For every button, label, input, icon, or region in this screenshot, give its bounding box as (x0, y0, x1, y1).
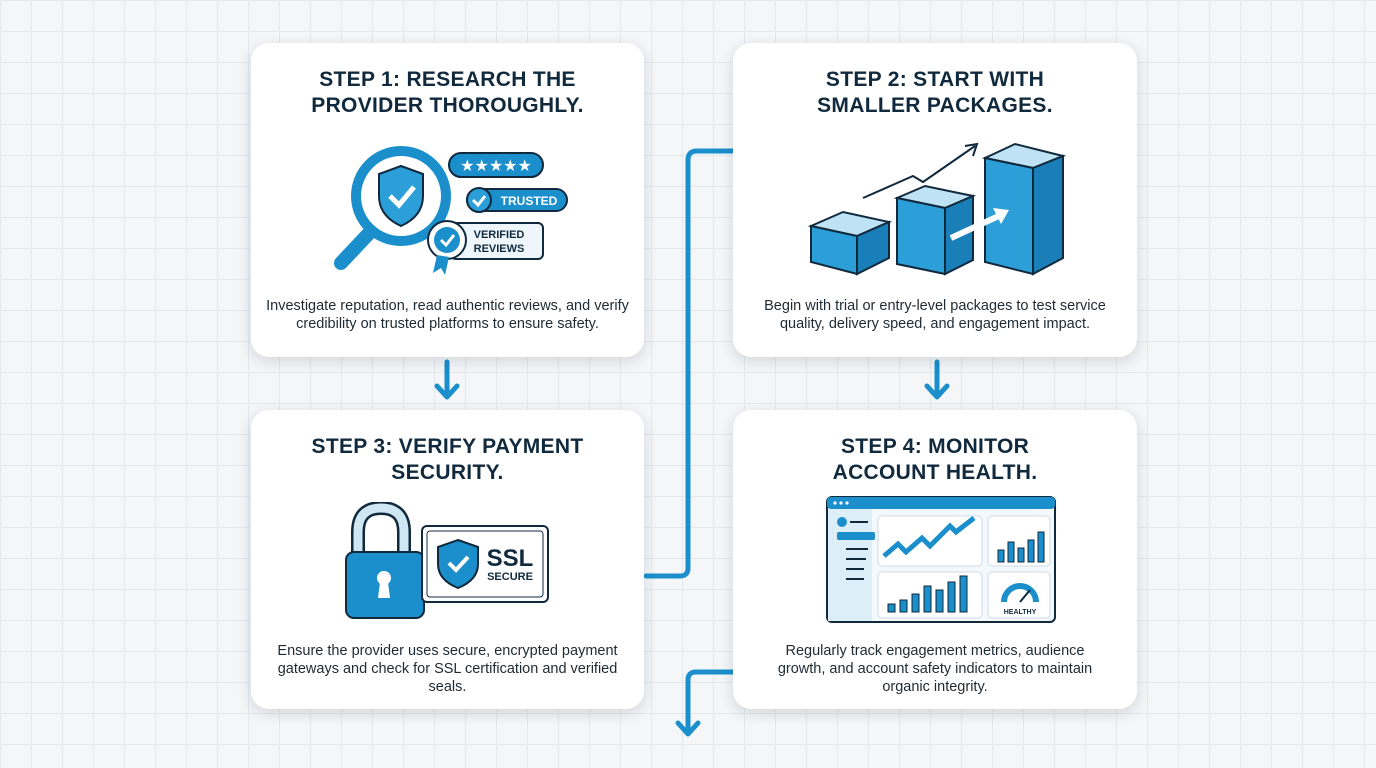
padlock-ssl-icon: SSL SECURE (345, 502, 549, 619)
svg-text:HEALTHY: HEALTHY (1004, 609, 1037, 616)
step-description: Ensure the provider uses secure, encrypt… (277, 643, 618, 695)
svg-text:★★★★★: ★★★★★ (460, 158, 532, 175)
svg-text:REVIEWS: REVIEWS (474, 243, 525, 255)
svg-text:VERIFIED: VERIFIED (474, 229, 525, 241)
step-description: Begin with trial or entry-level packages… (764, 298, 1106, 332)
svg-text:SECURE: SECURE (487, 571, 533, 583)
step-description: Regularly track engagement metrics, audi… (777, 643, 1093, 695)
step-description: Investigate reputation, read authentic r… (266, 298, 629, 332)
magnifier-shield-reviews-icon: ★★★★★ TRUSTED VERIFIED REVIEWS (334, 146, 568, 275)
arrow-step1-to-step3 (434, 359, 460, 400)
growing-boxes-icon (807, 142, 1067, 276)
connector-step4-next (675, 669, 736, 737)
svg-text:TRUSTED: TRUSTED (501, 194, 558, 208)
dashboard-icon: HEALTHY (826, 496, 1056, 623)
connector-step3-to-step2 (643, 148, 736, 579)
arrow-step2-to-step4 (924, 359, 950, 400)
svg-text:SSL: SSL (487, 545, 534, 572)
